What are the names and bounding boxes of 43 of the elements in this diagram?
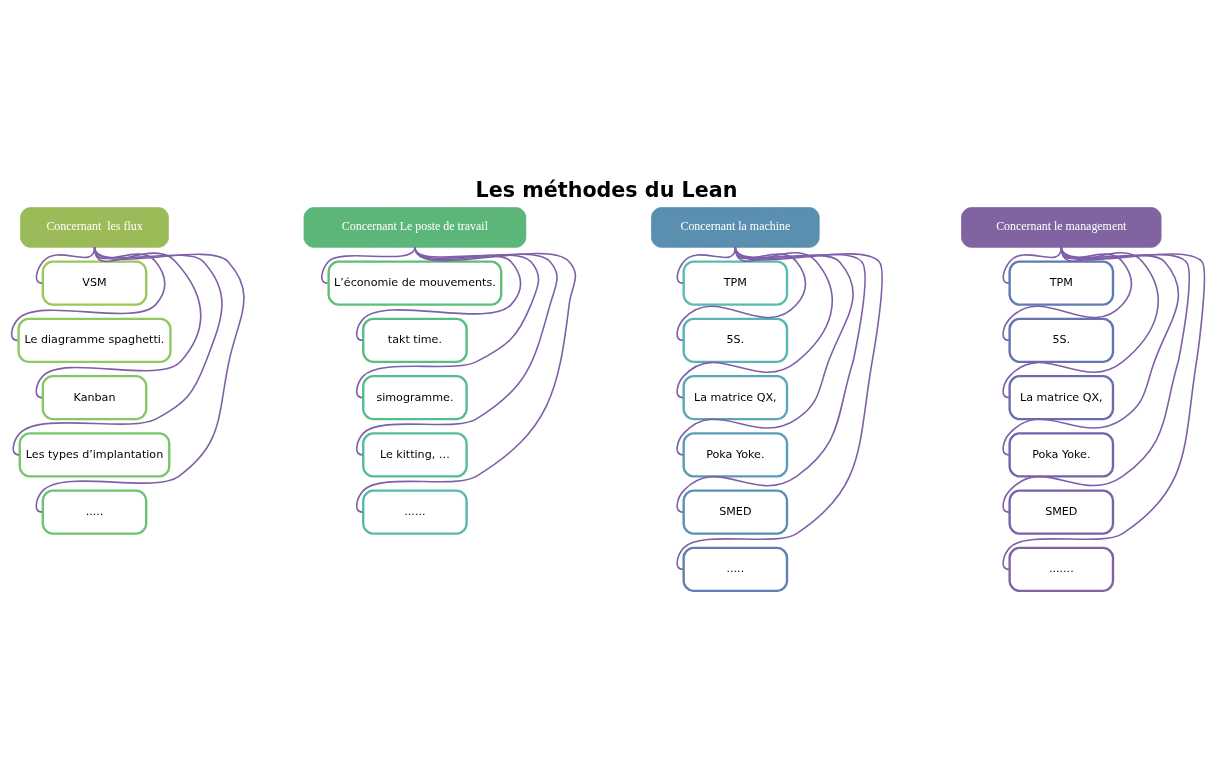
connector bbox=[1002, 246, 1133, 342]
connector bbox=[1002, 246, 1063, 284]
connector bbox=[676, 246, 833, 399]
node-box: Kanban bbox=[41, 374, 148, 421]
node-box: Poka Yoke. bbox=[1008, 432, 1115, 478]
connector bbox=[35, 246, 202, 399]
node-box: L’économie de mouvements. bbox=[327, 260, 503, 306]
connector bbox=[1002, 246, 1180, 456]
connector bbox=[12, 246, 223, 456]
connector bbox=[676, 246, 737, 284]
node-box: Le kitting, … bbox=[362, 432, 468, 478]
node-box: ....... bbox=[1008, 546, 1115, 592]
node-box: SMED bbox=[682, 489, 789, 535]
node-box: Concernant le management bbox=[961, 207, 1162, 248]
node-box: 5S. bbox=[682, 317, 789, 364]
node-box: TPM bbox=[1008, 260, 1115, 306]
node-box: TPM bbox=[682, 260, 789, 306]
connector bbox=[676, 246, 866, 513]
diagram-title: Les méthodes du Lean bbox=[475, 178, 738, 203]
node-box: ...... bbox=[362, 489, 468, 535]
connector bbox=[676, 246, 854, 456]
node-box: Concernant les flux bbox=[20, 207, 169, 248]
node-box: ..... bbox=[41, 489, 148, 535]
node-box: La matrice QX, bbox=[682, 374, 789, 421]
node-box: Les types d’implantation bbox=[18, 432, 171, 478]
node-box: Concernant Le poste de travail bbox=[303, 207, 527, 248]
connector bbox=[355, 246, 577, 513]
node-box: VSM bbox=[41, 260, 148, 306]
connector bbox=[1002, 246, 1159, 399]
node-box: takt time. bbox=[362, 317, 468, 364]
connector bbox=[676, 246, 807, 342]
connector bbox=[1002, 246, 1190, 513]
node-box: La matrice QX, bbox=[1008, 374, 1115, 421]
connector bbox=[10, 246, 166, 342]
node-box: Poka Yoke. bbox=[682, 432, 789, 478]
node-box: SMED bbox=[1008, 489, 1115, 535]
connector bbox=[35, 246, 245, 513]
node-box: simogramme. bbox=[362, 374, 468, 421]
node-box: Concernant la machine bbox=[651, 207, 820, 248]
node-box: 5S. bbox=[1008, 317, 1115, 364]
node-box: ..... bbox=[682, 546, 789, 592]
node-box: Le diagramme spaghetti. bbox=[17, 317, 172, 364]
connector bbox=[35, 246, 96, 284]
